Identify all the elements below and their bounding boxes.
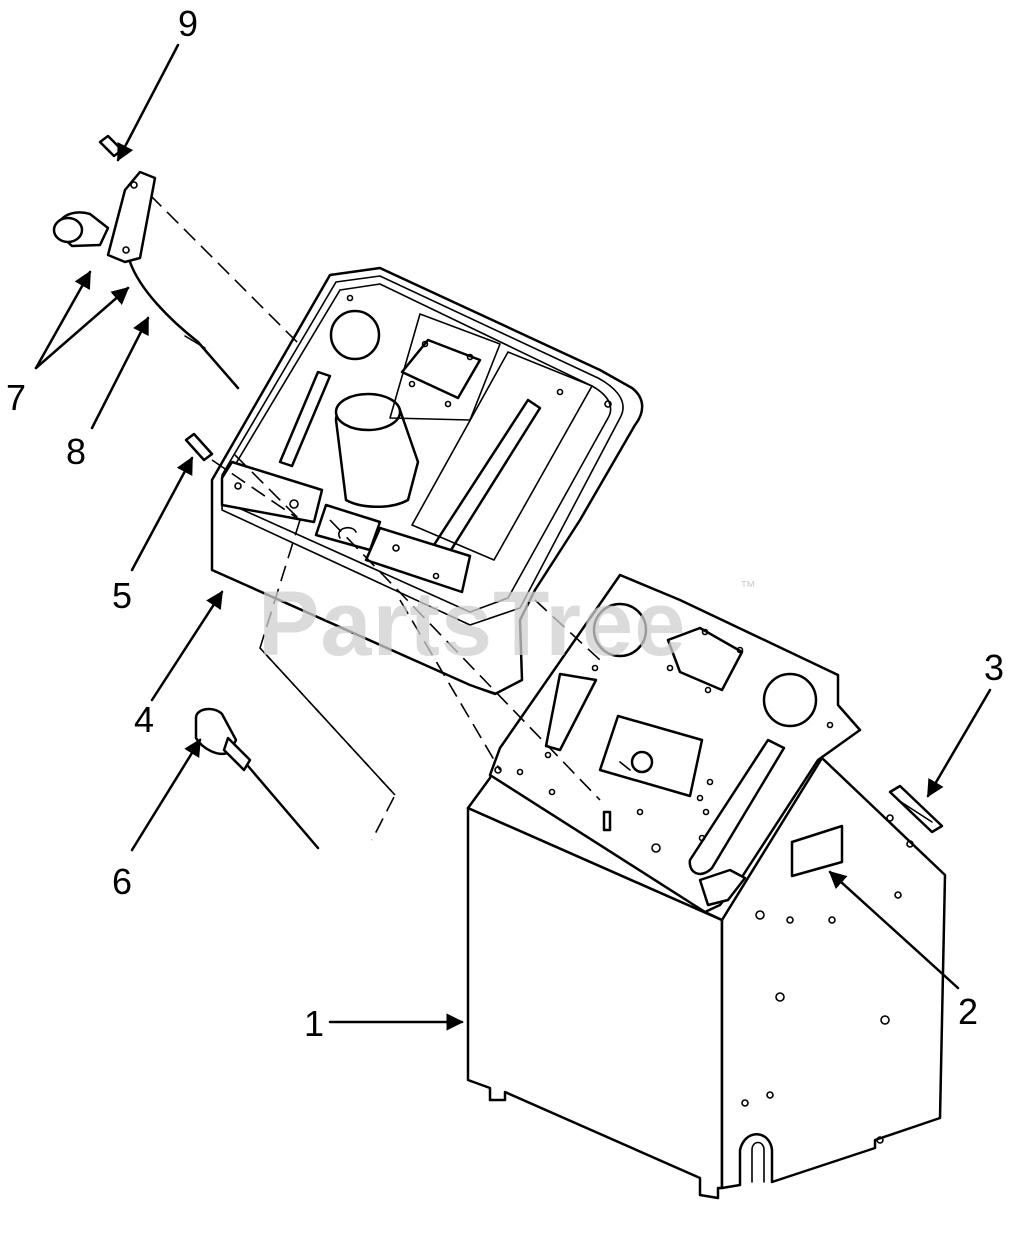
screw-9 [98,134,124,158]
callout-arrow-2 [828,870,960,990]
callout-arrow-3 [926,688,992,798]
callout-arrows [34,43,992,1031]
callout-1: 1 [304,1003,324,1044]
callout-arrow-8 [90,316,150,430]
callout-6: 6 [112,861,132,902]
callout-4: 4 [134,699,154,740]
console-top-plate [488,573,862,914]
callout-arrow-7b [34,286,130,370]
callout-5: 5 [112,575,132,616]
callout-arrow-7a [34,270,92,370]
choke-knob [194,707,320,850]
ignition-switch [52,170,240,390]
callout-arrow-9 [116,43,180,162]
dash-cover [210,266,644,696]
watermark: PartsTree ™ [258,573,756,675]
callout-numbers: 9 7 8 5 4 6 3 2 1 [6,3,1004,1044]
callout-arrow-5 [130,456,194,572]
decal-label [790,824,844,878]
callout-8: 8 [66,431,86,472]
screw-5 [184,432,214,462]
callout-arrow-4 [150,590,224,702]
callout-7: 7 [6,377,26,418]
callout-9: 9 [178,3,198,44]
svg-text:PartsTree: PartsTree [258,573,686,675]
callout-2: 2 [958,991,978,1032]
trim-strip [888,784,944,834]
alignment-lines [149,194,601,841]
svg-text:™: ™ [740,579,756,596]
callout-3: 3 [984,647,1004,688]
callout-arrow-6 [130,738,202,852]
